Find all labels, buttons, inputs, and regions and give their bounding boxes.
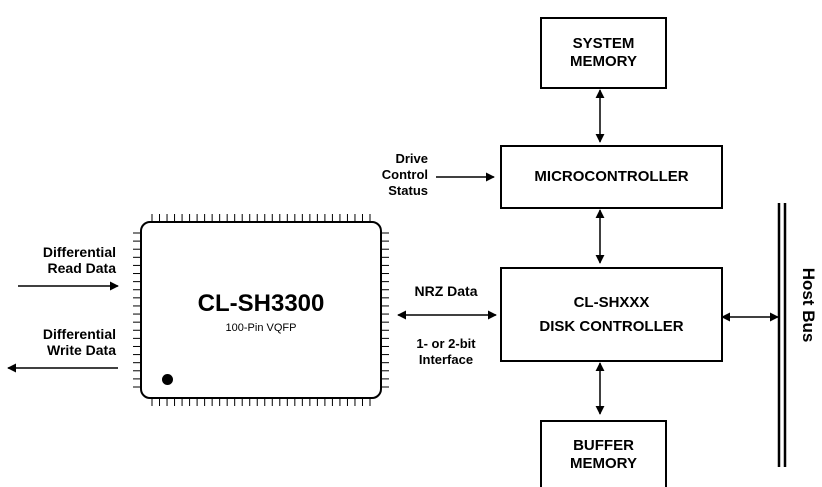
drive-control-status-label: Drive Control Status bbox=[360, 151, 428, 199]
write-line1: Differential bbox=[42, 326, 116, 342]
nrz-data-label: NRZ Data bbox=[414, 283, 478, 299]
drive-label: Drive bbox=[395, 151, 428, 166]
disk-controller-line1: CL-SHXXX bbox=[573, 293, 650, 311]
read-line1: Differential bbox=[42, 244, 116, 260]
system-memory-box: SYSTEM MEMORY bbox=[540, 17, 667, 89]
control-label: Control bbox=[381, 167, 428, 182]
interface-label: 1- or 2-bit Interface bbox=[398, 336, 494, 368]
write-line2: Write Data bbox=[47, 342, 116, 358]
chip-package bbox=[140, 221, 382, 399]
microcontroller-label: MICROCONTROLLER bbox=[534, 168, 689, 185]
disk-controller-line2: DISK CONTROLLER bbox=[539, 317, 684, 335]
differential-read-data-label: Differential Read Data bbox=[0, 244, 116, 276]
buffer-memory-box: BUFFER MEMORY bbox=[540, 420, 667, 487]
chip-package-type: 100-Pin VQFP bbox=[225, 322, 297, 334]
chip-pins bbox=[133, 214, 389, 406]
pin1-marker-dot bbox=[162, 374, 173, 385]
disk-controller-box: CL-SHXXX DISK CONTROLLER bbox=[500, 267, 723, 362]
status-label: Status bbox=[388, 183, 428, 198]
interface-line1: 1- or 2-bit bbox=[416, 336, 476, 351]
chip-name: CL-SH3300 bbox=[197, 290, 325, 317]
system-memory-line2: MEMORY bbox=[570, 53, 637, 70]
interface-line2: Interface bbox=[418, 352, 474, 367]
buffer-memory-line1: BUFFER bbox=[573, 436, 634, 454]
host-bus-text: Host Bus bbox=[799, 267, 818, 343]
read-line2: Read Data bbox=[47, 260, 116, 276]
system-memory-line1: SYSTEM bbox=[572, 35, 635, 52]
differential-write-data-label: Differential Write Data bbox=[0, 326, 116, 358]
microcontroller-box: MICROCONTROLLER bbox=[500, 145, 723, 209]
buffer-memory-line2: MEMORY bbox=[570, 454, 637, 472]
